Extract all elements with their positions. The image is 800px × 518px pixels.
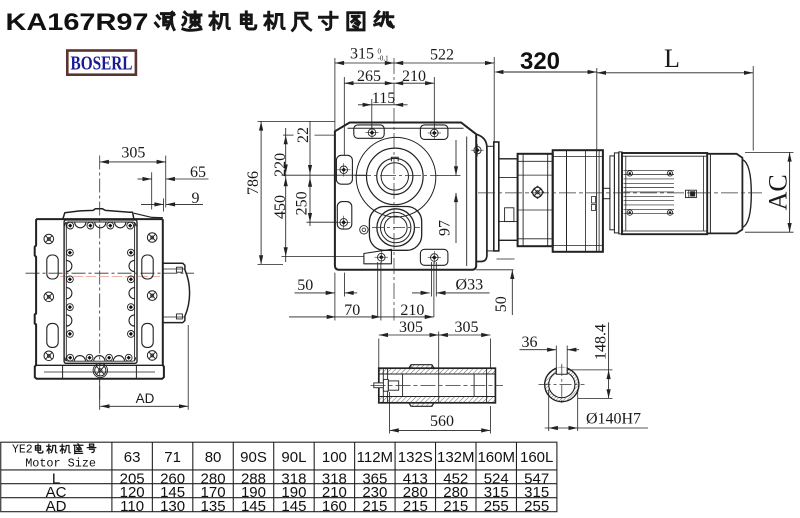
svg-text:132S: 132S (398, 449, 433, 466)
svg-text:280: 280 (443, 484, 468, 501)
svg-text:210: 210 (322, 484, 347, 501)
svg-text:160M: 160M (477, 449, 515, 466)
svg-text:560: 560 (430, 413, 454, 430)
svg-text:250: 250 (293, 191, 310, 215)
svg-text:786: 786 (245, 171, 262, 195)
svg-text:210: 210 (402, 68, 426, 85)
svg-text:145: 145 (241, 498, 266, 515)
svg-text:97: 97 (437, 220, 454, 236)
svg-text:Motor Size: Motor Size (25, 457, 96, 471)
svg-text:115: 115 (372, 90, 395, 107)
svg-text:65: 65 (190, 164, 206, 181)
svg-text:450: 450 (272, 195, 289, 219)
svg-text:0: 0 (378, 48, 382, 56)
svg-text:160L: 160L (520, 449, 553, 466)
svg-text:320: 320 (520, 48, 560, 75)
svg-text:190: 190 (241, 484, 266, 501)
svg-text:100: 100 (322, 449, 347, 466)
svg-text:547: 547 (524, 470, 549, 487)
svg-text:305: 305 (121, 144, 145, 161)
svg-text:36: 36 (522, 334, 538, 351)
svg-text:365: 365 (362, 470, 387, 487)
svg-text:524: 524 (484, 470, 509, 487)
svg-text:AC: AC (763, 174, 792, 210)
svg-text:145: 145 (281, 498, 306, 515)
svg-text:50: 50 (493, 296, 510, 312)
svg-text:230: 230 (362, 484, 387, 501)
svg-text:AD: AD (46, 498, 67, 515)
svg-text:63: 63 (124, 449, 141, 466)
svg-text:L: L (664, 44, 680, 73)
svg-text:70: 70 (344, 302, 360, 319)
svg-text:210: 210 (400, 302, 424, 319)
svg-text:120: 120 (120, 484, 145, 501)
svg-text:KA167R97: KA167R97 (6, 9, 149, 36)
svg-text:215: 215 (443, 498, 468, 515)
svg-text:265: 265 (357, 68, 381, 85)
svg-text:170: 170 (201, 484, 226, 501)
svg-text:288: 288 (241, 470, 266, 487)
svg-text:305: 305 (399, 319, 423, 336)
svg-text:9: 9 (192, 190, 200, 207)
svg-text:90L: 90L (281, 449, 306, 466)
svg-text:-0.1: -0.1 (378, 55, 390, 63)
svg-text:255: 255 (524, 498, 549, 515)
svg-text:AD: AD (136, 391, 155, 406)
svg-text:130: 130 (160, 498, 185, 515)
svg-text:255: 255 (484, 498, 509, 515)
svg-text:Ø140H7: Ø140H7 (586, 411, 641, 428)
svg-text:318: 318 (281, 470, 306, 487)
svg-text:145: 145 (160, 484, 185, 501)
svg-text:220: 220 (272, 153, 289, 177)
svg-text:22: 22 (295, 127, 312, 143)
svg-text:305: 305 (455, 319, 479, 336)
svg-text:112M: 112M (357, 449, 393, 466)
svg-text:80: 80 (205, 449, 222, 466)
svg-text:AC: AC (46, 484, 67, 501)
svg-text:132M: 132M (437, 449, 475, 466)
svg-text:413: 413 (403, 470, 428, 487)
svg-text:YE2: YE2 (12, 443, 33, 456)
svg-text:Ø33: Ø33 (456, 276, 484, 293)
svg-text:315: 315 (350, 46, 374, 63)
svg-text:318: 318 (322, 470, 347, 487)
svg-text:315: 315 (484, 484, 509, 501)
svg-text:50: 50 (297, 277, 313, 294)
svg-text:71: 71 (164, 449, 181, 466)
svg-text:280: 280 (403, 484, 428, 501)
svg-text:135: 135 (201, 498, 226, 515)
svg-text:BOSERL: BOSERL (71, 53, 133, 75)
svg-text:L: L (52, 470, 60, 487)
svg-text:190: 190 (281, 484, 306, 501)
svg-text:90S: 90S (240, 449, 267, 466)
svg-text:315: 315 (524, 484, 549, 501)
svg-text:260: 260 (160, 470, 185, 487)
svg-text:205: 205 (120, 470, 145, 487)
svg-text:148.4: 148.4 (592, 324, 609, 360)
svg-text:280: 280 (201, 470, 226, 487)
svg-text:452: 452 (443, 470, 468, 487)
svg-text:110: 110 (120, 498, 144, 515)
svg-text:215: 215 (362, 498, 387, 515)
svg-text:215: 215 (403, 498, 428, 515)
svg-text:160: 160 (322, 498, 347, 515)
svg-text:522: 522 (430, 47, 454, 64)
